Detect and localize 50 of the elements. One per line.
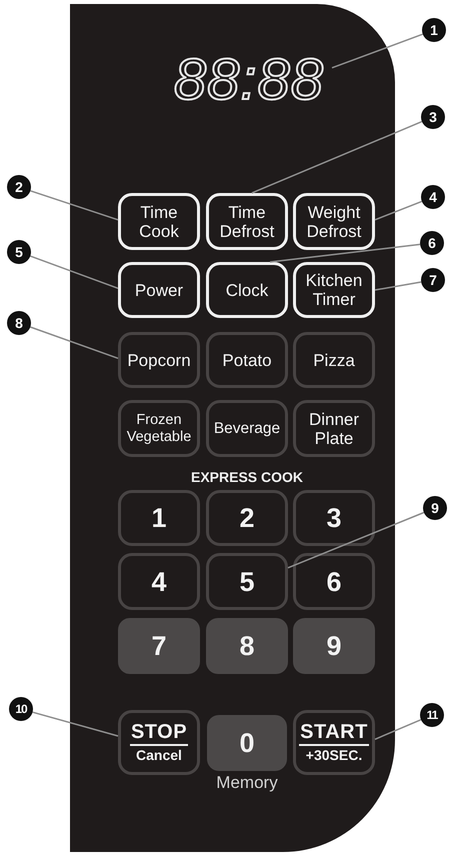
callout-number: 11 xyxy=(420,703,444,727)
stop-button: STOP Cancel xyxy=(118,710,200,775)
callout-number: 8 xyxy=(7,311,31,335)
leader-line xyxy=(30,326,118,359)
number-button: 1 xyxy=(118,490,200,546)
number-button: 7 xyxy=(118,618,200,674)
leader-line xyxy=(30,190,118,221)
food-button: Popcorn xyxy=(118,332,200,388)
callout-number: 3 xyxy=(421,105,445,129)
callout-number: 4 xyxy=(421,185,445,209)
leader-line xyxy=(32,711,118,737)
food-button: Pizza xyxy=(293,332,375,388)
function-button: Power xyxy=(118,262,200,318)
function-button: Time Defrost xyxy=(206,193,288,250)
function-button: Weight Defrost xyxy=(293,193,375,250)
leader-line xyxy=(374,200,422,220)
number-button: 6 xyxy=(293,553,375,610)
number-button: 0 xyxy=(207,715,287,771)
leader-line xyxy=(374,281,422,291)
leader-line xyxy=(374,719,422,740)
function-button: Time Cook xyxy=(118,193,200,250)
callout-number: 1 xyxy=(422,18,446,42)
food-button: Dinner Plate xyxy=(293,400,375,457)
button-caption: Memory xyxy=(215,773,279,793)
start-button: START +30SEC. xyxy=(293,710,375,775)
number-button: 9 xyxy=(293,618,375,674)
callout-number: 7 xyxy=(421,268,445,292)
callout-number: 9 xyxy=(423,496,447,520)
number-button: 3 xyxy=(293,490,375,546)
food-button: Potato xyxy=(206,332,288,388)
leader-line xyxy=(252,120,422,194)
function-button: Kitchen Timer xyxy=(293,262,375,318)
callout-number: 2 xyxy=(7,175,31,199)
number-button: 8 xyxy=(206,618,288,674)
leader-line xyxy=(332,34,423,68)
number-button: 4 xyxy=(118,553,200,610)
digital-display: 88:88 xyxy=(166,46,332,114)
control-panel xyxy=(70,4,395,852)
leader-line xyxy=(288,512,424,568)
leader-line xyxy=(30,255,118,289)
section-heading: EXPRESS COOK xyxy=(190,468,304,486)
food-button: Frozen Vegetable xyxy=(118,400,200,457)
function-button: Clock xyxy=(206,262,288,318)
food-button: Beverage xyxy=(206,400,288,457)
number-button: 2 xyxy=(206,490,288,546)
callout-number: 5 xyxy=(7,240,31,264)
callout-number: 6 xyxy=(420,231,444,255)
leader-line xyxy=(270,244,420,263)
number-button: 5 xyxy=(206,553,288,610)
callout-number: 10 xyxy=(9,697,33,721)
